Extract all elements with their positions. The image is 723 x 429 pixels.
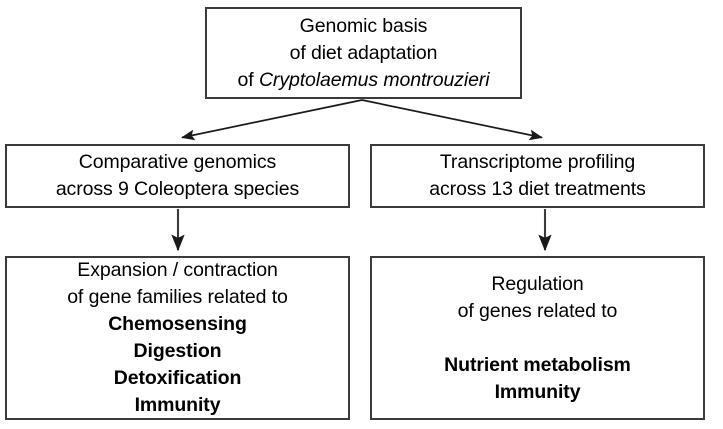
node-transcriptome-profiling-line-1: Transcriptome profiling [439, 151, 636, 173]
node-root-line-2: of diet adaptation [289, 41, 438, 64]
node-transcriptome-profiling-line-2: across 13 diet treatments [429, 178, 646, 200]
node-gene-family-expansion: Expansion / contraction of gene families… [5, 256, 350, 420]
node-gene-regulation: Regulation of genes related to Nutrient … [370, 256, 705, 420]
node-gene-family-expansion-line-2: of gene families related to [67, 286, 288, 308]
node-transcriptome-profiling: Transcriptome profiling across 13 diet t… [370, 144, 705, 208]
node-gene-family-expansion-item-4: Immunity [134, 394, 221, 416]
edge-root-to-comparative-genomics [181, 99, 363, 141]
node-root-line-1: Genomic basis [299, 14, 428, 37]
node-root-line-3-prefix: of [237, 68, 259, 91]
node-gene-regulation-line-1: Regulation [491, 272, 584, 295]
node-gene-family-expansion-line-1: Expansion / contraction [77, 259, 278, 281]
node-root-line-3: of Cryptolaemus montrouzieri [238, 67, 490, 94]
node-gene-family-expansion-item-3: Detoxification [113, 367, 242, 389]
node-comparative-genomics: Comparative genomics across 9 Coleoptera… [5, 144, 350, 208]
node-gene-regulation-item-2: Immunity [494, 380, 581, 403]
node-gene-family-expansion-item-2: Digestion [133, 340, 222, 362]
node-root-species-name: Cryptolaemus montrouzieri [258, 68, 490, 91]
node-gene-regulation-line-2: of genes related to [457, 299, 618, 322]
node-comparative-genomics-line-2: across 9 Coleoptera species [55, 178, 300, 200]
node-comparative-genomics-line-1: Comparative genomics [78, 151, 277, 173]
node-root: Genomic basis of diet adaptation of Cryp… [205, 7, 522, 99]
edge-root-to-transcriptome-profiling [361, 99, 543, 141]
node-gene-family-expansion-item-1: Chemosensing [108, 313, 247, 335]
node-gene-regulation-item-1: Nutrient metabolism [444, 353, 631, 376]
